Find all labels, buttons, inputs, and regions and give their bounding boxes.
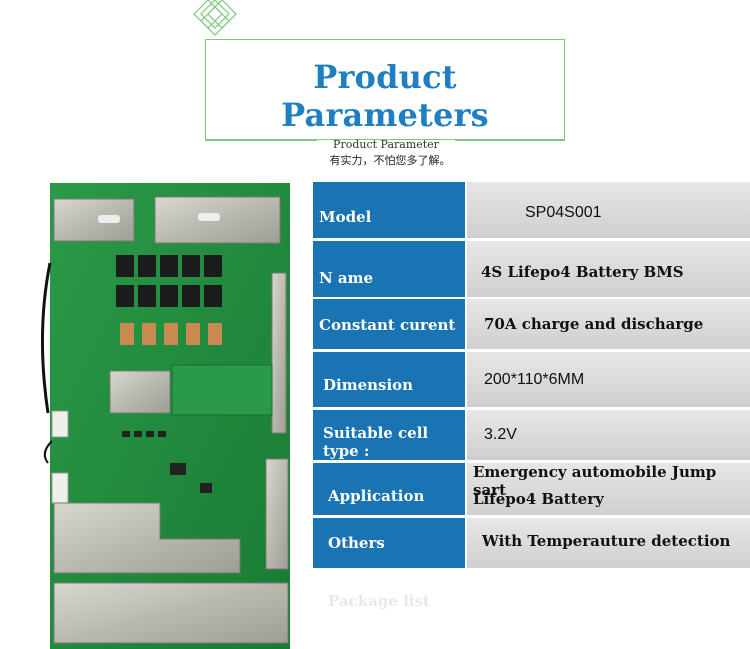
header-divider-left xyxy=(205,139,317,141)
package-list-faint-label: Package list xyxy=(328,592,430,610)
param-value-constant-current: 70A charge and discharge xyxy=(467,299,750,349)
param-label-model: Model xyxy=(313,182,465,238)
bms-pcb-board-image xyxy=(40,183,290,649)
param-value-cell-type: 3.2V xyxy=(467,410,750,460)
param-value-model: SP04S001 xyxy=(467,182,750,238)
header-slogan: 有实力，不怕您多了解。 xyxy=(329,154,451,167)
param-value-dimension: 200*110*6MM xyxy=(467,352,750,407)
header-subtitle: Product Parameter xyxy=(333,138,439,151)
diamond-ornament-icon xyxy=(193,0,237,36)
param-label-constant-current: Constant curent xyxy=(313,299,465,349)
page-title: Product Parameters xyxy=(281,58,489,134)
param-value-others: With Temperauture detection xyxy=(467,518,750,568)
param-value-application: Emergency automobile Jump sart Lifepo4 B… xyxy=(467,463,750,515)
param-value-name: 4S Lifepo4 Battery BMS xyxy=(467,241,750,297)
param-label-dimension: Dimension xyxy=(313,352,465,407)
header-frame xyxy=(205,39,565,140)
param-label-others: Others xyxy=(313,518,465,568)
header-divider-right xyxy=(455,139,565,141)
param-label-application: Application xyxy=(313,463,465,515)
param-label-cell-type: Suitable cell type : xyxy=(313,410,465,460)
param-label-name: N ame xyxy=(313,241,465,297)
